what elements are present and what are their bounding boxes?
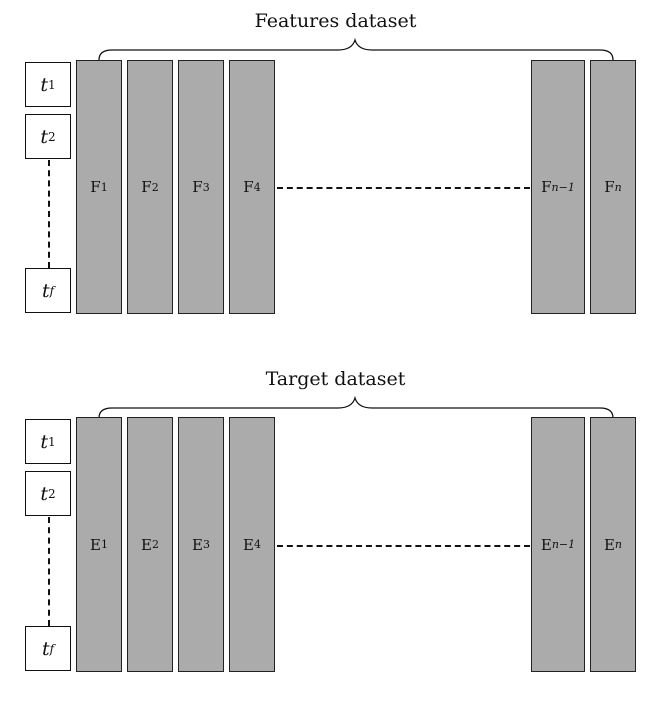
col-base: F — [243, 178, 254, 196]
col-base: E — [243, 535, 254, 554]
t-box-2-base: t — [40, 482, 48, 505]
t-box-f-base: t — [41, 279, 50, 302]
col-base: E — [540, 535, 552, 554]
t-box-f-base: t — [41, 637, 50, 660]
col-sub: 2 — [151, 180, 159, 194]
col-sub: 3 — [202, 180, 210, 194]
col-base: E — [141, 535, 152, 554]
col-sub: 4 — [253, 538, 261, 551]
t-vertical-dashed-line — [48, 517, 50, 626]
col-base: E — [192, 535, 203, 554]
t-box-1-sub: 1 — [48, 77, 56, 92]
col-sub: 1 — [100, 180, 108, 194]
col-base: E — [90, 535, 101, 554]
features-brace — [98, 37, 614, 60]
t-box-2-sub: 2 — [48, 129, 56, 144]
col-base: F — [541, 178, 552, 196]
col-sub: n−1 — [551, 538, 576, 551]
col-sub: 4 — [253, 180, 261, 194]
t-box-1-base: t — [40, 73, 48, 96]
t-box-1-base: t — [40, 430, 48, 453]
t-vertical-dashed-line — [48, 160, 50, 268]
t-box-f-sub: f — [49, 641, 55, 656]
t-box-2-sub: 2 — [48, 486, 56, 501]
t-box-2-base: t — [40, 125, 48, 148]
target-brace — [98, 395, 614, 418]
col-sub: n — [614, 180, 622, 194]
col-base: E — [603, 535, 615, 554]
col-sub: 2 — [151, 538, 159, 551]
features-dataset-title: Features dataset — [254, 10, 417, 32]
col-base: F — [90, 178, 101, 196]
target-dataset-title: Target dataset — [265, 368, 406, 390]
col-sub: 1 — [100, 538, 108, 551]
col-base: F — [141, 178, 152, 196]
feature-horizontal-dashed-line — [277, 187, 530, 189]
t-box-f-sub: f — [49, 283, 55, 298]
col-base: F — [604, 178, 615, 196]
col-base: F — [192, 178, 203, 196]
col-sub: n−1 — [551, 180, 575, 194]
t-box-1-sub: 1 — [48, 434, 56, 449]
col-sub: 3 — [202, 538, 210, 551]
target-horizontal-dashed-line — [277, 545, 530, 547]
col-sub: n — [614, 538, 623, 551]
